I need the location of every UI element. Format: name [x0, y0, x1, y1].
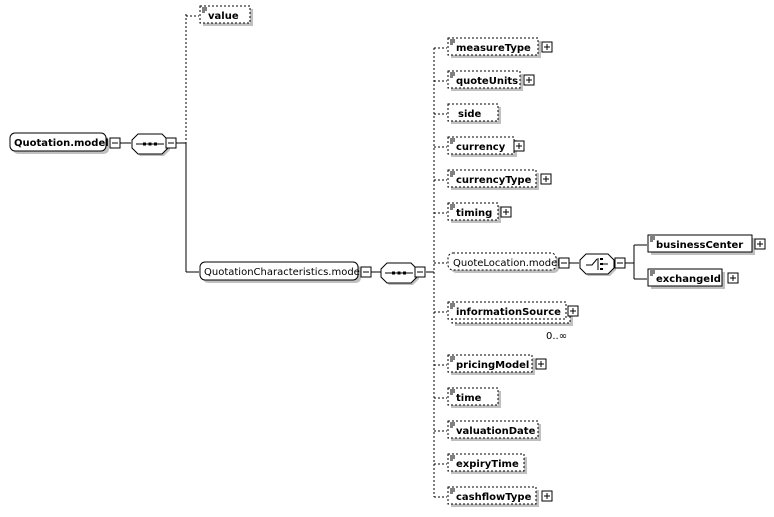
- collapse-icon[interactable]: [165, 137, 177, 149]
- expand-icon[interactable]: [500, 206, 512, 218]
- collapse-icon[interactable]: [614, 257, 626, 269]
- element-cashflowType[interactable]: cashflowType: [447, 486, 553, 507]
- expand-icon[interactable]: [541, 490, 553, 502]
- group-quotation-model[interactable]: Quotation.model: [9, 132, 121, 154]
- expand-icon[interactable]: [567, 305, 579, 317]
- element-label: time: [456, 393, 482, 404]
- expand-icon[interactable]: [540, 173, 552, 185]
- element-expiryTime[interactable]: expiryTime: [447, 453, 527, 474]
- expand-icon[interactable]: [541, 41, 553, 53]
- group-quotation-characteristics[interactable]: QuotationCharacteristics.model: [199, 261, 372, 283]
- element-label: quoteUnits: [456, 76, 518, 87]
- element-label: cashflowType: [456, 492, 532, 503]
- element-label: exchangeId: [656, 274, 721, 285]
- element-label: pricingModel: [456, 360, 529, 371]
- element-informationSource[interactable]: informationSource 0..∞: [447, 301, 579, 342]
- group-label: QuotationCharacteristics.model: [204, 267, 363, 278]
- element-valuationDate[interactable]: valuationDate: [447, 420, 541, 441]
- group-label: QuoteLocation.model: [453, 258, 560, 269]
- element-exchangeId[interactable]: exchangeId: [647, 268, 739, 289]
- collapse-icon[interactable]: [414, 266, 426, 278]
- connectors: [120, 14, 647, 498]
- element-label: side: [458, 109, 482, 120]
- element-quoteUnits[interactable]: quoteUnits: [447, 70, 535, 91]
- element-measureType[interactable]: measureType: [447, 37, 553, 58]
- expand-icon[interactable]: [727, 272, 739, 284]
- collapse-icon[interactable]: [109, 137, 121, 149]
- element-time[interactable]: time: [447, 387, 501, 408]
- element-label: measureType: [456, 43, 531, 54]
- element-timing[interactable]: timing: [447, 202, 512, 223]
- expand-icon[interactable]: [754, 238, 766, 250]
- element-label: valuationDate: [456, 426, 536, 437]
- element-pricingModel[interactable]: pricingModel: [447, 354, 547, 375]
- element-side[interactable]: side: [447, 103, 501, 124]
- element-label: currencyType: [456, 175, 532, 186]
- sequence-compositor[interactable]: [380, 262, 426, 285]
- choice-compositor[interactable]: [579, 253, 626, 276]
- element-value[interactable]: value: [199, 5, 253, 26]
- group-label: Quotation.model: [14, 138, 109, 149]
- element-businessCenter[interactable]: businessCenter: [647, 234, 766, 255]
- element-label: informationSource: [456, 307, 561, 318]
- group-quote-location-model[interactable]: QuoteLocation.model: [447, 252, 570, 273]
- expand-icon[interactable]: [513, 140, 525, 152]
- collapse-icon[interactable]: [360, 266, 372, 278]
- element-currency[interactable]: currency: [447, 136, 525, 157]
- element-label: currency: [456, 142, 506, 153]
- expand-icon[interactable]: [535, 358, 547, 370]
- element-label: expiryTime: [456, 459, 519, 470]
- occurrence-label: 0..∞: [546, 331, 567, 342]
- element-label: timing: [456, 208, 492, 219]
- element-currencyType[interactable]: currencyType: [447, 169, 552, 190]
- collapse-icon[interactable]: [558, 257, 570, 269]
- expand-icon[interactable]: [523, 74, 535, 86]
- sequence-compositor[interactable]: [131, 133, 177, 156]
- element-label: businessCenter: [656, 240, 743, 251]
- element-label: value: [208, 11, 239, 22]
